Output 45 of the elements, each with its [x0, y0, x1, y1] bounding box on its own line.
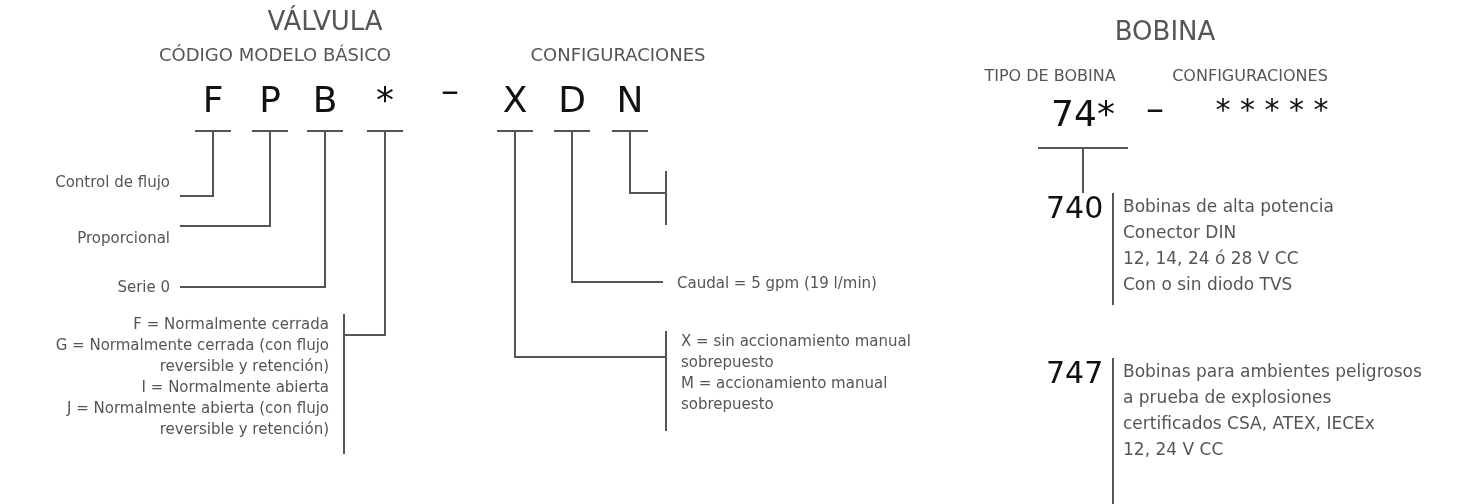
description-line: Bobinas de alta potencia: [1123, 195, 1335, 218]
leader-line: [179, 131, 214, 197]
subheading: TIPO DE BOBINA: [984, 66, 1116, 85]
leader-line: [179, 131, 271, 227]
description-line: Conector DIN: [1123, 221, 1238, 244]
list-item-text: M = accionamiento manual sobrepuesto: [681, 373, 889, 415]
leader-line: [179, 131, 326, 288]
leader-line: [344, 131, 386, 336]
leader-line: [629, 131, 666, 194]
leader-line: [571, 131, 664, 283]
leader-line: [1082, 148, 1084, 194]
placeholder-characters: * * * * *: [1215, 92, 1329, 127]
code-character: N: [612, 70, 648, 132]
list-item-text: I = Normalmente abierta: [140, 377, 329, 398]
subheading: CONFIGURACIONES: [1172, 66, 1328, 85]
description-text: Serie 0: [20, 275, 180, 301]
code-character: *: [367, 70, 403, 132]
list-item-text: J = Normalmente abierta (con flujo reversible y retención): [65, 398, 329, 440]
dash-separator: –: [441, 70, 459, 111]
subheading: CÓDIGO MODELO BÁSICO: [158, 44, 392, 65]
description-text: Control de flujo: [20, 170, 180, 196]
description-line: Bobinas para ambientes peligrosos: [1123, 360, 1423, 383]
list-item-text: F = Normalmente cerrada: [132, 314, 329, 335]
code-character: F: [195, 70, 231, 132]
description-line: a prueba de explosiones: [1123, 386, 1333, 409]
description-line: 12, 14, 24 ó 28 V CC: [1123, 247, 1300, 270]
subheading: CONFIGURACIONES: [530, 44, 706, 65]
description-line: Con o sin diodo TVS: [1123, 273, 1294, 296]
code-character: X: [497, 70, 533, 132]
description-text: Proporcional: [20, 226, 180, 252]
list-item-text: G = Normalmente cerrada (con flujo reversible y retención): [54, 335, 329, 377]
option-number: 747: [1046, 358, 1104, 388]
description-text: Caudal = 5 gpm (19 l/min): [663, 271, 923, 295]
description-line: certificados CSA, ATEX, IECEx: [1123, 412, 1376, 435]
heading: VÁLVULA: [267, 6, 383, 36]
list-item-text: X = sin accionamiento manual sobrepuesto: [681, 331, 912, 373]
code-character: B: [307, 70, 343, 132]
leader-line: [514, 131, 666, 358]
code-character: D: [554, 70, 590, 132]
code-character: P: [252, 70, 288, 132]
description-line: 12, 24 V CC: [1123, 438, 1225, 461]
heading: BOBINA: [1114, 16, 1216, 46]
code-character: 74*: [1038, 84, 1128, 149]
dash-separator: –: [1146, 88, 1164, 129]
option-number: 740: [1046, 193, 1104, 223]
